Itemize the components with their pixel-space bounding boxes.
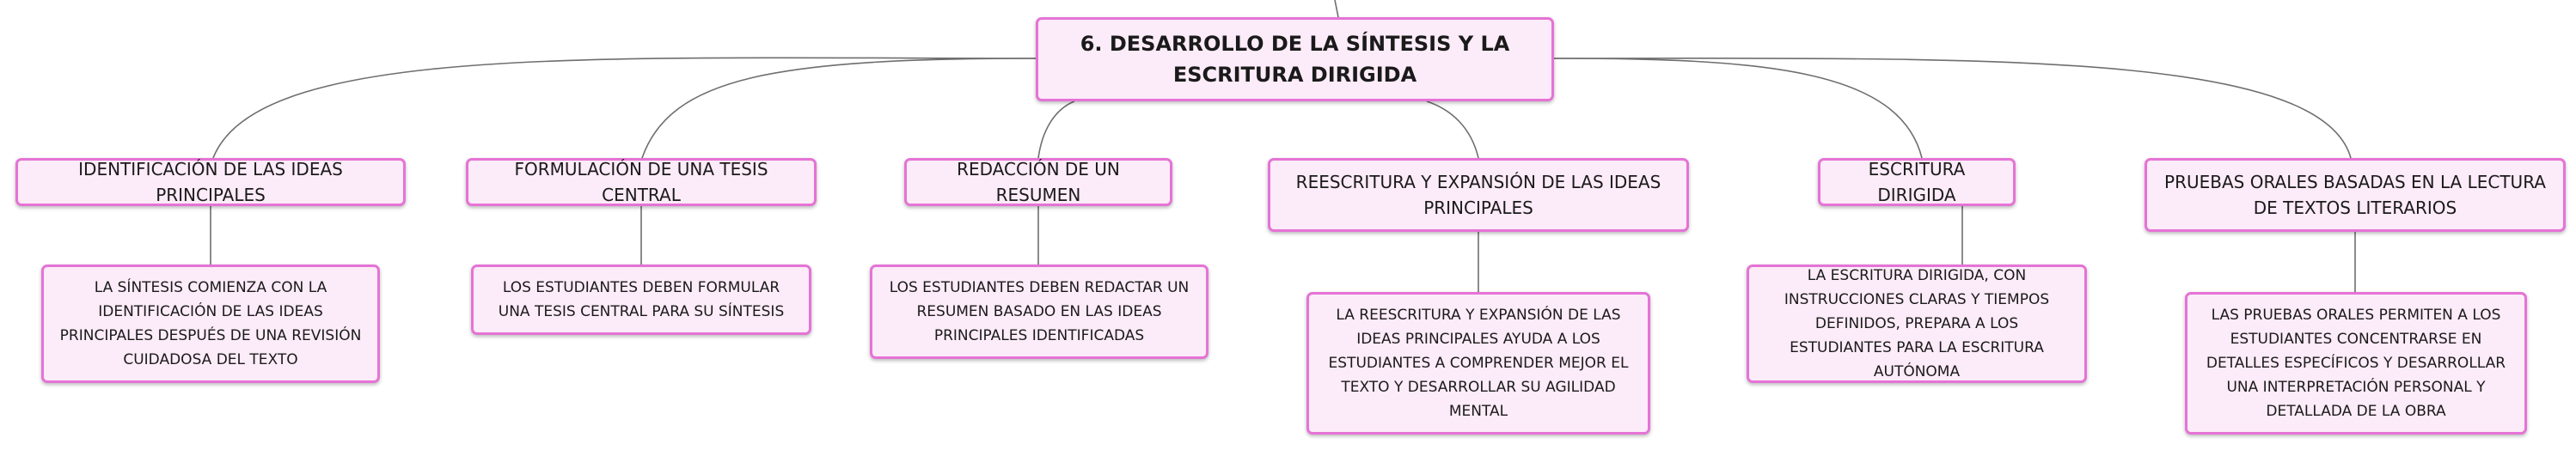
detail-formulacion-tesis[interactable]: LOS ESTUDIANTES DEBEN FORMULAR UNA TESIS… bbox=[471, 265, 811, 335]
connector-root-to-branch-4 bbox=[1426, 100, 1479, 159]
branch-label: REDACCIÓN DE UN RESUMEN bbox=[957, 159, 1120, 205]
connector-root-to-branch-3 bbox=[1037, 100, 1075, 159]
detail-identificacion-ideas[interactable]: LA SÍNTESIS COMIENZA CON LA IDENTIFICACI… bbox=[41, 265, 380, 383]
root-topic-label: 6. DESARROLLO DE LA SÍNTESIS Y LA ESCRIT… bbox=[1080, 32, 1510, 87]
detail-pruebas-orales[interactable]: LAS PRUEBAS ORALES PERMITEN A LOS ESTUDI… bbox=[2185, 292, 2527, 435]
branch-identificacion-ideas[interactable]: IDENTIFICACIÓN DE LAS IDEAS PRINCIPALES bbox=[15, 158, 406, 206]
branch-pruebas-orales[interactable]: PRUEBAS ORALES BASADAS EN LA LECTURA DE … bbox=[2145, 158, 2566, 232]
branch-label: FORMULACIÓN DE UNA TESIS CENTRAL bbox=[514, 159, 768, 205]
connector-root-to-branch-2 bbox=[641, 58, 1037, 159]
root-topic[interactable]: 6. DESARROLLO DE LA SÍNTESIS Y LA ESCRIT… bbox=[1036, 17, 1554, 101]
branch-label: IDENTIFICACIÓN DE LAS IDEAS PRINCIPALES bbox=[78, 159, 343, 205]
branch-redaccion-resumen[interactable]: REDACCIÓN DE UN RESUMEN bbox=[904, 158, 1172, 206]
detail-text: LA ESCRITURA DIRIGIDA, CON INSTRUCCIONES… bbox=[1784, 267, 2050, 380]
branch-reescritura-expansion[interactable]: REESCRITURA Y EXPANSIÓN DE LAS IDEAS PRI… bbox=[1268, 158, 1689, 232]
detail-text: LOS ESTUDIANTES DEBEN REDACTAR UN RESUME… bbox=[889, 279, 1190, 344]
detail-text: LAS PRUEBAS ORALES PERMITEN A LOS ESTUDI… bbox=[2206, 307, 2506, 420]
branch-formulacion-tesis[interactable]: FORMULACIÓN DE UNA TESIS CENTRAL bbox=[466, 158, 817, 206]
connector-root-to-branch-1 bbox=[212, 57, 1037, 159]
connector-root-to-branch-5 bbox=[1553, 58, 1923, 159]
branch-escritura-dirigida[interactable]: ESCRITURA DIRIGIDA bbox=[1818, 158, 2016, 206]
detail-text: LOS ESTUDIANTES DEBEN FORMULAR UNA TESIS… bbox=[498, 279, 785, 320]
detail-reescritura-expansion[interactable]: LA REESCRITURA Y EXPANSIÓN DE LAS IDEAS … bbox=[1306, 292, 1650, 435]
detail-text: LA REESCRITURA Y EXPANSIÓN DE LAS IDEAS … bbox=[1328, 307, 1629, 420]
detail-redaccion-resumen[interactable]: LOS ESTUDIANTES DEBEN REDACTAR UN RESUME… bbox=[870, 265, 1208, 359]
detail-text: LA SÍNTESIS COMIENZA CON LA IDENTIFICACI… bbox=[59, 279, 362, 368]
connector-parent-to-root bbox=[1334, 0, 1339, 18]
detail-escritura-dirigida[interactable]: LA ESCRITURA DIRIGIDA, CON INSTRUCCIONES… bbox=[1747, 265, 2087, 383]
branch-label: REESCRITURA Y EXPANSIÓN DE LAS IDEAS PRI… bbox=[1295, 172, 1661, 218]
branch-label: ESCRITURA DIRIGIDA bbox=[1868, 159, 1966, 205]
branch-label: PRUEBAS ORALES BASADAS EN LA LECTURA DE … bbox=[2164, 172, 2546, 218]
connector-root-to-branch-6 bbox=[1553, 58, 2352, 159]
